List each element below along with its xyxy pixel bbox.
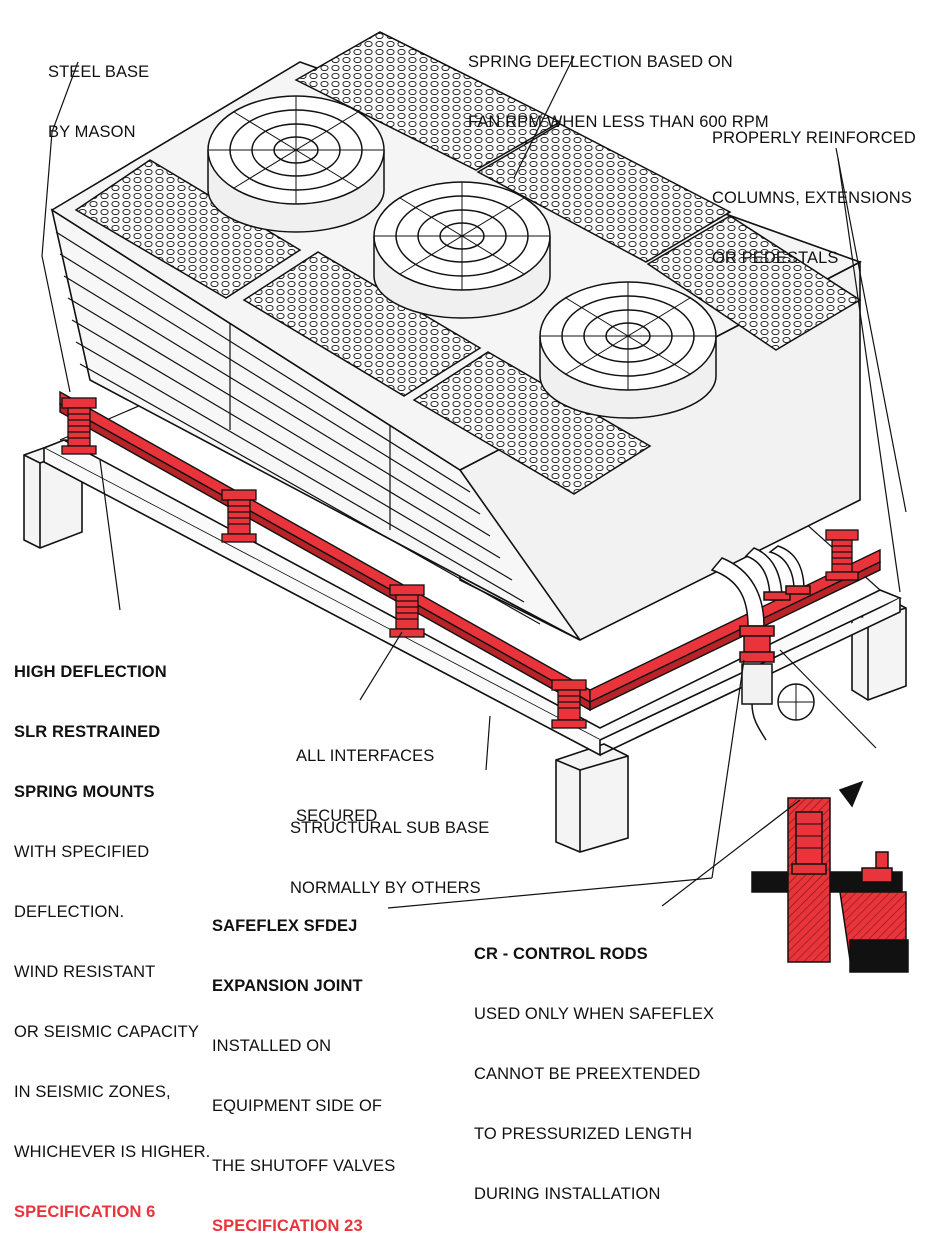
- label-spring-mounts: HIGH DEFLECTION SLR RESTRAINED SPRING MO…: [14, 663, 211, 1221]
- spring-mount-5: [825, 529, 859, 581]
- shutoff-valve: [741, 663, 815, 741]
- control-rod-detail: [751, 780, 909, 973]
- perforated-panels: [74, 31, 862, 495]
- spring-mount-4: [551, 679, 587, 729]
- label-interfaces: ALL INTERFACES SECURED: [296, 747, 435, 825]
- spring-mount-3: [389, 584, 425, 638]
- label-sub-base: STRUCTURAL SUB BASE NORMALLY BY OTHERS: [290, 819, 490, 897]
- label-spring-deflection: SPRING DEFLECTION BASED ON FAN RPM WHEN …: [468, 53, 769, 131]
- spec-23: SPECIFICATION 23: [212, 1217, 363, 1235]
- spec-6: SPECIFICATION 6: [14, 1203, 156, 1221]
- fans: [207, 95, 717, 419]
- spring-mount-2: [221, 489, 257, 543]
- louvers: [55, 231, 541, 625]
- leader-lines: [41, 55, 907, 909]
- label-columns: PROPERLY REINFORCED COLUMNS, EXTENSIONS …: [712, 129, 916, 267]
- fan-2: [373, 181, 551, 319]
- spring-mounts: [61, 397, 859, 729]
- piping: [710, 545, 815, 741]
- fan-1: [207, 95, 385, 233]
- spring-mount-1: [61, 397, 97, 455]
- fan-3: [539, 281, 717, 419]
- expansion-joint: [739, 585, 811, 663]
- label-steel-base: STEEL BASE BY MASON: [48, 63, 150, 141]
- isometric-diagram: [23, 31, 909, 973]
- label-control-rods: CR - CONTROL RODS USED ONLY WHEN SAFEFLE…: [474, 945, 715, 1203]
- label-expansion-joint: SAFEFLEX SFDEJ EXPANSION JOINT INSTALLED…: [212, 917, 396, 1235]
